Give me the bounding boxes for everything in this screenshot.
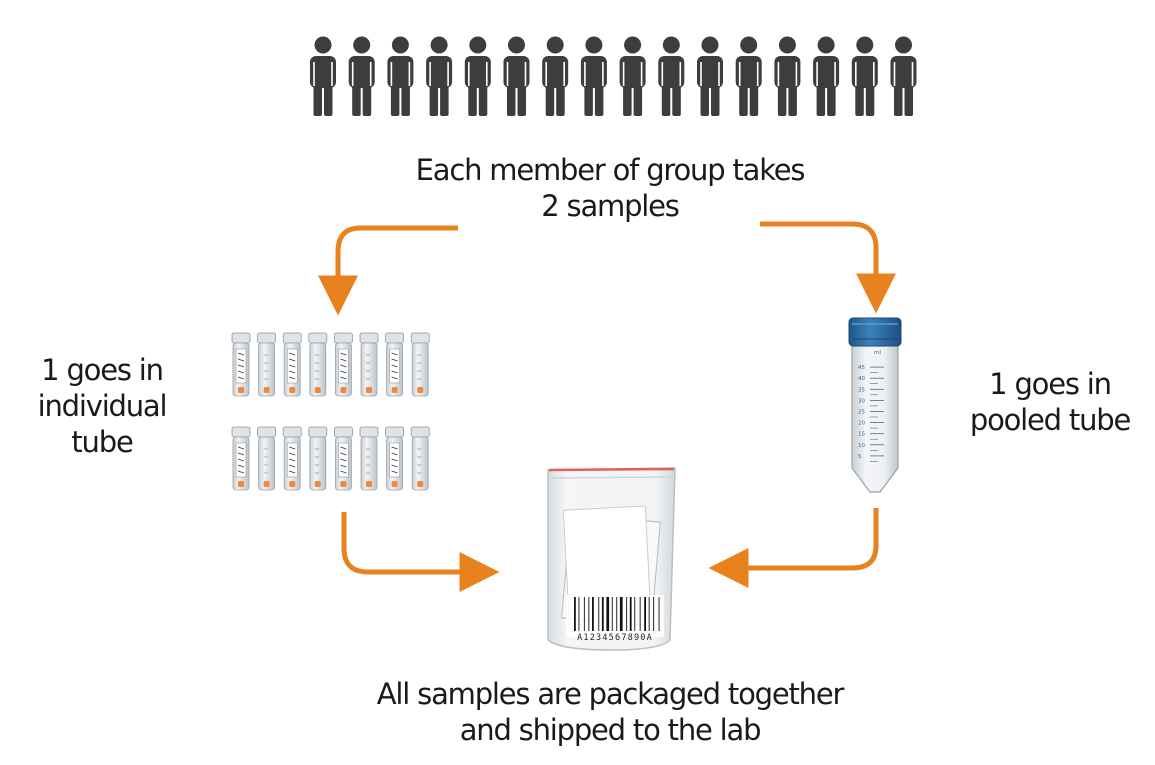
person-icon (310, 36, 336, 116)
individual-tube (359, 426, 379, 491)
individual-tube (333, 332, 353, 397)
scale-mark: 35 (858, 387, 865, 393)
bottom-caption-line-1: All samples are packaged together (376, 677, 845, 711)
scale-mark: 10 (858, 443, 865, 449)
person-icon (697, 36, 723, 116)
scale-mark: 15 (858, 432, 865, 438)
left-caption-line-1: 1 goes in (41, 353, 164, 387)
pooled-tube: ml 45 40 35 30 25 20 15 10 5 (848, 317, 902, 493)
right-caption-line-1: 1 goes in (989, 367, 1112, 401)
person-icon (542, 36, 569, 116)
person-icon (503, 36, 530, 116)
individual-tubes (231, 332, 430, 491)
left-caption-line-3: tube (71, 425, 133, 459)
left-caption: 1 goes in individual tube (12, 352, 192, 460)
right-caption: 1 goes in pooled tube (945, 366, 1155, 438)
individual-tube (308, 426, 328, 491)
individual-tube (231, 426, 251, 491)
scale-mark: 5 (858, 454, 862, 460)
right-caption-line-2: pooled tube (969, 403, 1131, 437)
left-caption-line-2: individual (37, 389, 168, 423)
arrow-to-pooled-tube (760, 221, 896, 314)
top-caption-line-2: 2 samples (541, 189, 680, 223)
person-icon (619, 36, 646, 116)
person-icon (387, 36, 414, 116)
individual-tube (359, 332, 379, 397)
scale-mark: 45 (858, 365, 865, 371)
person-icon (890, 36, 917, 116)
person-icon (774, 36, 801, 116)
bottom-caption: All samples are packaged together and sh… (300, 676, 920, 748)
individual-tube (410, 332, 430, 397)
individual-tube (333, 426, 353, 491)
top-caption: Each member of group takes 2 samples (330, 152, 890, 224)
person-icon (735, 36, 762, 116)
individual-tube (410, 426, 430, 491)
scale-mark: 40 (858, 376, 865, 382)
top-caption-line-1: Each member of group takes (415, 153, 806, 187)
arrow-individual-to-bag (341, 512, 500, 592)
individual-tube (282, 332, 302, 397)
pooled-tube-scale: ml 45 40 35 30 25 20 15 10 5 (858, 350, 884, 462)
individual-tube (231, 332, 251, 397)
person-icon (426, 36, 453, 116)
scale-mark: 20 (858, 421, 865, 427)
individual-tube (257, 332, 277, 397)
individual-tube (257, 426, 277, 491)
group-members (310, 36, 917, 116)
person-icon (464, 36, 491, 116)
person-icon (348, 36, 375, 116)
scale-unit: ml (874, 350, 881, 356)
bag-seal (548, 467, 675, 472)
scale-mark: 25 (858, 410, 865, 416)
specimen-bag: A1234567890A (547, 467, 676, 651)
arrow-pooled-to-bag (708, 508, 879, 588)
arrow-to-individual-tubes (318, 225, 458, 316)
individual-tube (282, 426, 302, 491)
person-icon (580, 36, 607, 116)
scale-mark: 30 (858, 398, 865, 404)
individual-tube (385, 332, 405, 397)
person-icon (813, 36, 840, 116)
barcode-number: A1234567890A (577, 633, 653, 643)
bottom-caption-line-2: and shipped to the lab (459, 713, 762, 747)
individual-tube (385, 426, 405, 491)
person-icon (658, 36, 685, 116)
person-icon (851, 36, 878, 116)
barcode (574, 597, 660, 631)
individual-tube (308, 332, 328, 397)
